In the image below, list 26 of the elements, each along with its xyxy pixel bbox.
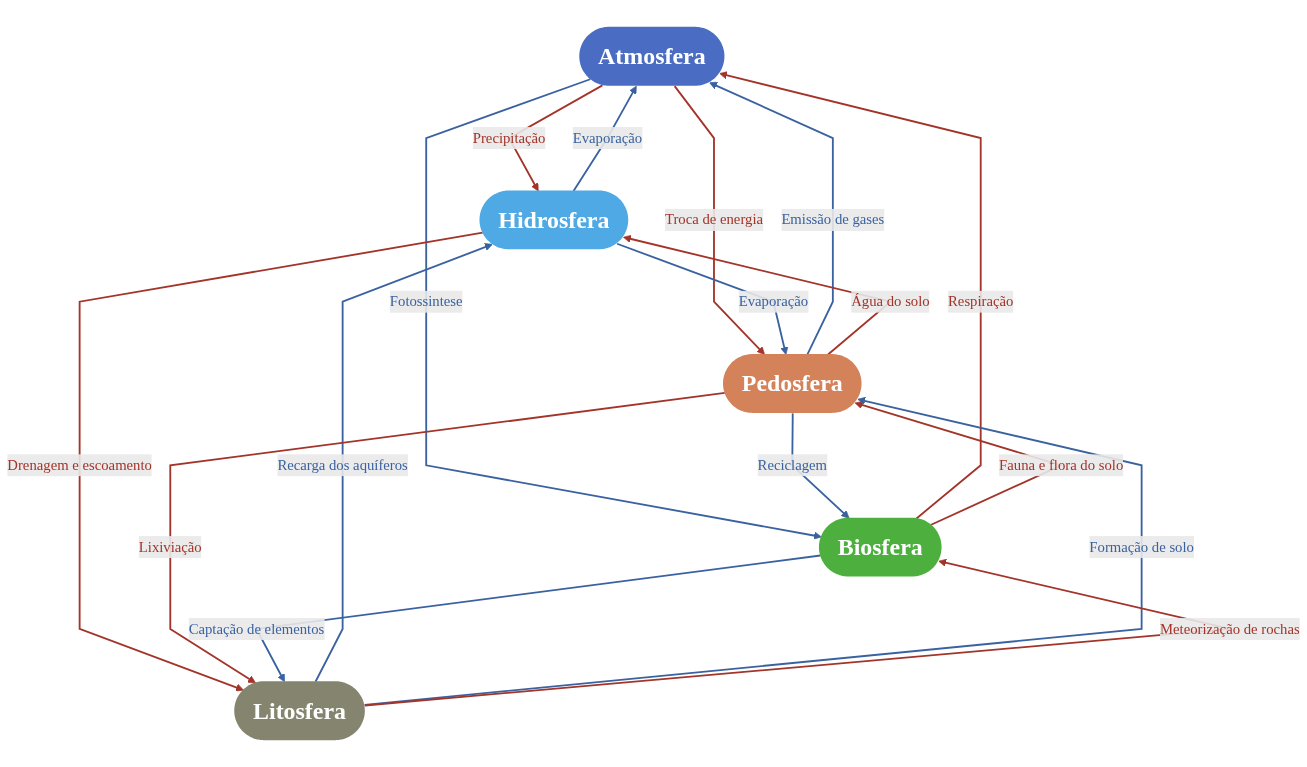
node-box: Atmosfera — [579, 26, 725, 86]
edge-label: Água do solo — [851, 293, 930, 310]
arrow — [169, 391, 726, 684]
edge-label: Recarga dos aquíferos — [277, 457, 408, 473]
arrow — [314, 243, 493, 683]
edge-label: Lixiviação — [138, 538, 202, 555]
arrow — [709, 81, 834, 356]
edge-label: Fauna e flora do solo — [999, 457, 1124, 473]
edge-label: Respiração — [948, 293, 1014, 310]
edge-label: Troca de energia — [664, 211, 763, 228]
node-box: Pedosfera — [723, 354, 862, 413]
node-box: Hidrosfera — [479, 190, 629, 250]
edge-label: Reciclagem — [757, 457, 827, 473]
edge-label: Fotossintese — [389, 293, 463, 310]
edge-label: Emissão de gases — [781, 211, 885, 228]
edge-label: Meteorização de rochas — [1160, 620, 1300, 637]
edge-label: Captação de elementos — [188, 620, 325, 637]
edge-label: Evaporação — [572, 129, 643, 146]
edge-label: Formação de solo — [1089, 538, 1194, 555]
edge-label: Drenagem e escoamento — [7, 457, 152, 473]
arrow — [673, 85, 765, 355]
edge-label: Evaporação — [738, 293, 809, 310]
arrow — [425, 78, 822, 540]
node-box: Litosfera — [234, 681, 365, 741]
edge-label: Precipitação — [472, 129, 546, 146]
arrow — [78, 231, 484, 692]
